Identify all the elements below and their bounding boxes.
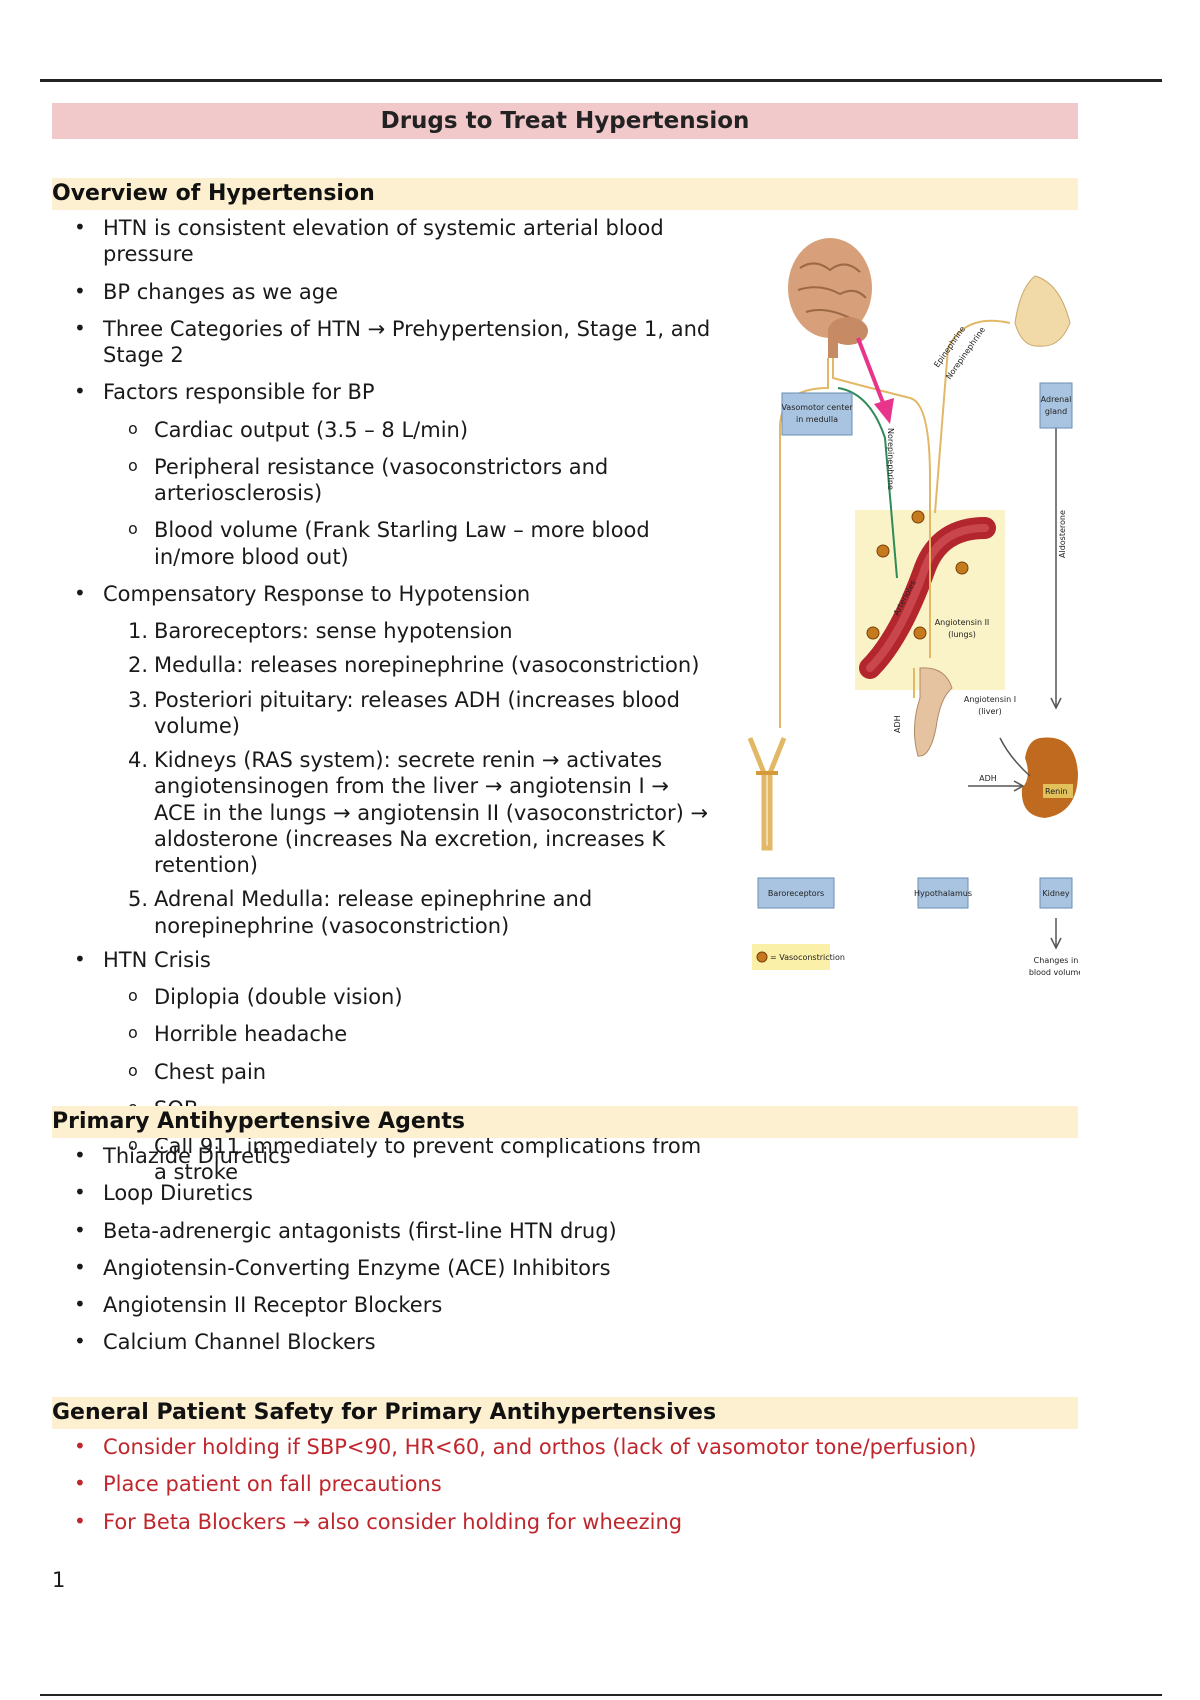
top-rule [40,79,1162,82]
numbered-item: 1.Baroreceptors: sense hypotension [52,618,712,644]
adh-horizontal-label: ADH [979,774,997,783]
legend-label: = Vasoconstriction [770,953,845,962]
sub-list-item: Horrible headache [52,1021,712,1047]
section-heading-safety: General Patient Safety for Primary Antih… [52,1397,1078,1429]
pituitary-icon [914,667,953,757]
nerve-norepinephrine-label: Norepinephrine [886,428,895,490]
item-number: 4. [128,748,149,772]
adrenal-label: Adrenal [1041,395,1072,404]
list-item: For Beta Blockers → also consider holdin… [52,1509,1078,1535]
sub-list-item: Blood volume (Frank Starling Law – more … [52,517,712,570]
kidney-label: Kidney [1042,889,1070,898]
adrenal-gland-box [1039,382,1073,429]
numbered-item: 4.Kidneys (RAS system): secrete renin → … [52,747,712,878]
item-number: 2. [128,653,149,678]
list-item: Beta-adrenergic antagonists (first-line … [52,1218,1078,1244]
list-item: Thiazide Diuretics [52,1143,1078,1169]
blood-volume-label: Changes in [1034,956,1079,965]
numbered-item-text: Posteriori pituitary: releases ADH (incr… [154,687,680,738]
vasoconstriction-dots [866,510,969,640]
item-number: 3. [128,687,149,712]
angiotensin-ii-label: Angiotensin II [935,618,990,627]
baroreceptor-icon [747,737,787,851]
page-title: Drugs to Treat Hypertension [52,103,1078,139]
safety-list: Consider holding if SBP<90, HR<60, and o… [52,1434,1078,1546]
numbered-item: 5.Adrenal Medulla: release epinephrine a… [52,886,712,939]
adh-vertical-label: ADH [893,715,902,733]
bottom-rule [40,1694,1162,1696]
angiotensin-i-label: (liver) [978,707,1002,716]
hypothalamus-box [917,877,969,909]
numbered-item: 3.Posteriori pituitary: releases ADH (in… [52,687,712,740]
item-number: 1. [128,619,149,643]
section-heading-overview: Overview of Hypertension [52,178,1078,210]
nerve-pathway [837,387,898,579]
item-number: 5. [128,887,149,912]
sub-list-item: Cardiac output (3.5 – 8 L/min) [52,417,712,443]
list-item: Compensatory Response to Hypotension [52,581,712,607]
flow-arrows [968,428,1062,950]
list-item: Factors responsible for BP [52,379,712,405]
pink-pointer-arrow [856,337,894,424]
page-number: 1 [52,1568,66,1592]
angiotensin-i-label: Angiotensin I [964,695,1016,704]
list-item: HTN Crisis [52,947,712,973]
list-item: Loop Diuretics [52,1180,1078,1206]
bp-regulation-svg: Renin [747,238,1083,977]
baroreceptors-box [757,877,835,909]
kidney-icon: Renin [1021,737,1078,818]
list-item: Consider holding if SBP<90, HR<60, and o… [52,1434,1078,1460]
aldosterone-label: Aldosterone [1058,510,1067,558]
list-item: Calcium Channel Blockers [52,1329,1078,1355]
list-item: BP changes as we age [52,279,712,305]
sub-list-item: Peripheral resistance (vasoconstrictors … [52,454,712,507]
blood-volume-label: blood volume [1029,968,1080,977]
vasomotor-label: in medulla [796,415,838,424]
list-item: HTN is consistent elevation of systemic … [52,215,712,268]
section-heading-agents: Primary Antihypertensive Agents [52,1106,1078,1138]
numbered-item: 2.Medulla: releases norepinephrine (vaso… [52,652,712,678]
vasomotor-center-box [781,392,853,436]
numbered-item-text: Baroreceptors: sense hypotension [154,619,513,643]
baroreceptors-label: Baroreceptors [768,889,824,898]
bp-regulation-diagram: Renin [740,228,1083,988]
hypothalamus-label: Hypothalamus [914,889,972,898]
adrenal-label: gland [1045,407,1067,416]
list-item: Three Categories of HTN → Prehypertensio… [52,316,712,369]
numbered-item-text: Adrenal Medulla: release epinephrine and… [154,887,593,938]
kidney-box [1039,877,1073,909]
numbered-item-text: Medulla: releases norepinephrine (vasoco… [154,653,700,678]
sub-list-item: Chest pain [52,1059,712,1085]
list-item: Angiotensin II Receptor Blockers [52,1292,1078,1318]
renin-label: Renin [1045,787,1067,796]
vasomotor-label: Vasomotor center [781,403,853,412]
legend-dot [756,951,768,963]
adrenal-gland-icon [1014,275,1071,347]
agents-list: Thiazide Diuretics Loop Diuretics Beta-a… [52,1143,1078,1367]
list-item: Angiotensin-Converting Enzyme (ACE) Inhi… [52,1255,1078,1281]
overview-list: HTN is consistent elevation of systemic … [52,215,712,1197]
sub-list-item: Diplopia (double vision) [52,984,712,1010]
list-item: Place patient on fall precautions [52,1471,1078,1497]
numbered-item-text: Kidneys (RAS system): secrete renin → ac… [154,748,709,877]
angiotensin-ii-label: (lungs) [948,630,976,639]
